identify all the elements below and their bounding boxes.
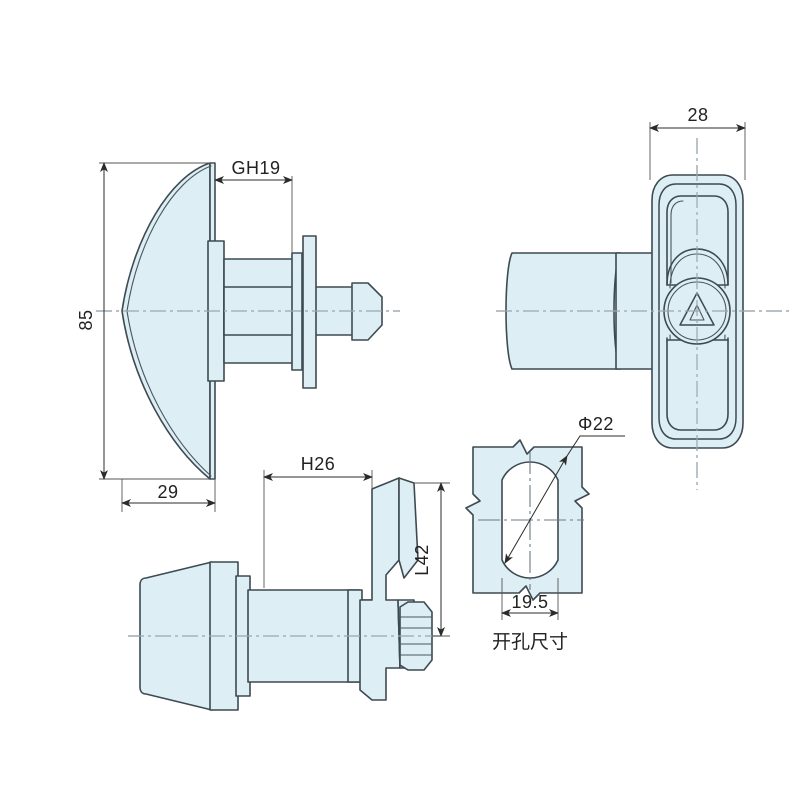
leader-line-phi22	[566, 435, 625, 457]
dim-label-phi22: Φ22	[578, 414, 614, 434]
plan-view: 28	[496, 105, 790, 490]
dim-label-28: 28	[687, 105, 708, 125]
washer-plate-outer	[302, 235, 317, 389]
dim-label-29: 29	[157, 482, 178, 502]
dim-label-85: 85	[76, 309, 96, 330]
dim-line-phi22	[504, 455, 568, 564]
dim-label-195: 19.5	[511, 592, 548, 612]
handle-inner-outline	[658, 183, 737, 440]
dim-label-l42: L42	[412, 544, 432, 576]
cam-lever-flank	[398, 477, 419, 579]
front-elevation-view: 85 29 GH19	[76, 158, 400, 512]
triangle-emblem-icon	[679, 292, 715, 326]
handle-upper-panel-highlight	[670, 200, 684, 284]
knurled-nose	[399, 601, 433, 671]
knob-body-profile	[121, 162, 211, 480]
side-section-view: H26 L42	[128, 454, 450, 711]
dim-label-h26: H26	[301, 454, 336, 474]
cam-lever-body	[359, 477, 401, 701]
panel-cutout-view: Φ22 19.5 开孔尺寸	[465, 414, 625, 653]
dim-label-gh19: GH19	[231, 158, 280, 178]
cutout-caption: 开孔尺寸	[492, 631, 568, 653]
